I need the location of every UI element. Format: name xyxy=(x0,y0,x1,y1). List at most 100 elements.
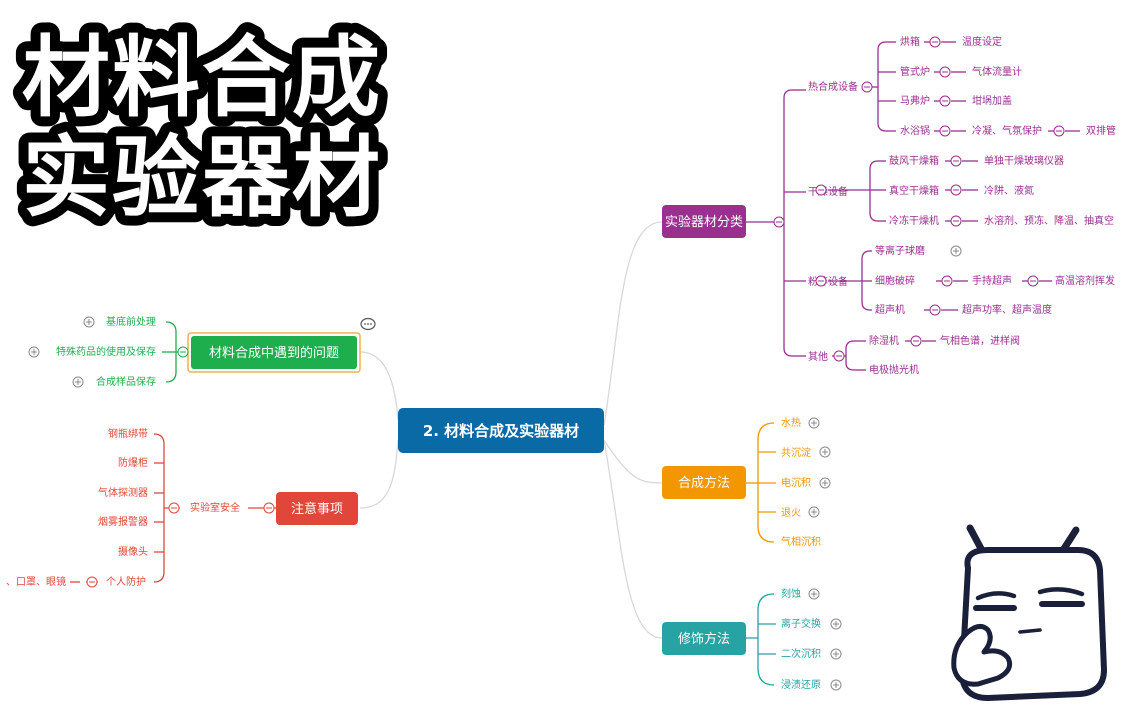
node-notes-label: 注意事项 xyxy=(291,501,343,517)
synthesis-item-hydrothermal[interactable]: 水热 xyxy=(781,416,801,429)
drying-label[interactable]: 干燥设备 xyxy=(808,185,848,198)
lab-safety-label[interactable]: 实验室安全 xyxy=(190,501,240,514)
thermal-item-muffle-detail[interactable]: 坩埚加盖 xyxy=(972,94,1012,107)
collapse-icon-dehumidifier[interactable] xyxy=(910,335,922,347)
collapse-icon-oven[interactable] xyxy=(929,36,941,48)
modification-item-ion-exchange[interactable]: 离子交换 xyxy=(781,617,821,630)
node-problems[interactable]: 材料合成中遇到的问题 xyxy=(187,332,361,373)
synthesis-item-electrodeposition[interactable]: 电沉积 xyxy=(781,476,811,489)
drying-item-blast[interactable]: 鼓风干燥箱 xyxy=(889,154,939,167)
grinding-label[interactable]: 粉碎设备 xyxy=(808,275,848,288)
safety-item-smoke-alarm[interactable]: 烟雾报警器 xyxy=(98,515,148,528)
modification-item-impregnation[interactable]: 浸渍还原 xyxy=(781,678,821,691)
collapse-icon-problems[interactable] xyxy=(177,346,189,358)
expand-icon-etching[interactable] xyxy=(808,588,820,600)
collapse-icon-personal[interactable] xyxy=(86,576,98,588)
problems-item-chemicals[interactable]: 特殊药品的使用及保存 xyxy=(56,345,156,358)
synthesis-item-coprecipitation[interactable]: 共沉淀 xyxy=(781,446,811,459)
thermal-item-muffle[interactable]: 马弗炉 xyxy=(900,94,930,107)
collapse-icon-drying[interactable] xyxy=(815,184,827,196)
collapse-icon-notes[interactable] xyxy=(263,502,275,514)
expand-icon-secondary-deposition[interactable] xyxy=(830,648,842,660)
collapse-icon-vacuum[interactable] xyxy=(950,184,962,196)
personal-protection-detail[interactable]: 、口罩、眼镜 xyxy=(6,575,66,588)
synthesis-item-vapor-deposition[interactable]: 气相沉积 xyxy=(781,535,821,548)
thermal-item-oven[interactable]: 烘箱 xyxy=(900,35,920,48)
safety-item-gas-detector[interactable]: 气体探测器 xyxy=(98,486,148,499)
expand-icon-substrate[interactable] xyxy=(83,316,95,328)
video-title: 材料合成 实验器材 xyxy=(12,16,390,239)
node-modification[interactable]: 修饰方法 xyxy=(662,622,746,655)
grinding-item-cell-extra[interactable]: 高温溶剂挥发 xyxy=(1055,274,1115,287)
expand-icon-ball-mill[interactable] xyxy=(950,245,962,257)
node-synthesis[interactable]: 合成方法 xyxy=(662,466,746,499)
other-item-dehumidifier[interactable]: 除湿机 xyxy=(869,334,899,347)
grinding-item-ball-mill[interactable]: 等离子球磨 xyxy=(875,244,925,257)
thermal-item-tube-furnace[interactable]: 管式炉 xyxy=(900,65,930,78)
connector-root-modification xyxy=(603,439,663,639)
collapse-icon-bath[interactable] xyxy=(939,125,951,137)
expand-icon-electrodeposition[interactable] xyxy=(819,477,831,489)
thermal-label[interactable]: 热合成设备 xyxy=(808,80,858,93)
node-equipment-label: 实验器材分类 xyxy=(665,214,743,230)
expand-icon-coprecipitation[interactable] xyxy=(819,446,831,458)
collapse-icon-cell-detail[interactable] xyxy=(1027,275,1039,287)
drying-item-vacuum[interactable]: 真空干燥箱 xyxy=(889,184,939,197)
personal-protection-label[interactable]: 个人防护 xyxy=(106,575,146,588)
collapse-icon-freeze[interactable] xyxy=(950,215,962,227)
thermal-item-water-bath-extra[interactable]: 双排管 xyxy=(1086,124,1116,137)
grinding-item-cell-detail[interactable]: 手持超声 xyxy=(972,274,1012,287)
other-item-dehumidifier-detail[interactable]: 气相色谱，进样阀 xyxy=(940,334,1020,347)
collapse-icon-tube[interactable] xyxy=(939,66,951,78)
grinding-item-ultrasonic[interactable]: 超声机 xyxy=(875,303,905,316)
drying-item-blast-detail[interactable]: 单独干燥玻璃仪器 xyxy=(984,154,1064,167)
grinding-item-ultrasonic-detail[interactable]: 超声功率、超声温度 xyxy=(962,303,1052,316)
collapse-icon-equipment[interactable] xyxy=(773,216,785,228)
expand-icon-ion-exchange[interactable] xyxy=(830,618,842,630)
other-item-polisher[interactable]: 电极抛光机 xyxy=(869,363,919,376)
comment-icon[interactable] xyxy=(360,317,376,331)
drying-item-vacuum-detail[interactable]: 冷阱、液氮 xyxy=(984,184,1034,197)
node-notes[interactable]: 注意事项 xyxy=(276,492,358,525)
notes-subtree: 实验室安全 钢瓶绑带 防爆柜 气体探测器 烟雾报警器 摄像头 个人防护 、口罩、… xyxy=(6,427,240,588)
connectors-modification xyxy=(746,593,776,686)
synthesis-subtree: 水热 共沉淀 电沉积 退火 气相沉积 xyxy=(781,416,821,548)
equipment-subtree: 热合成设备 干燥设备 粉碎设备 其他 烘箱 温度设定 管式炉 气体流量计 马弗炉… xyxy=(808,35,1116,376)
problems-item-sample-storage[interactable]: 合成样品保存 xyxy=(96,375,156,388)
collapse-icon-ultrasonic[interactable] xyxy=(929,304,941,316)
other-label[interactable]: 其他 xyxy=(808,350,828,363)
node-equipment[interactable]: 实验器材分类 xyxy=(662,205,746,238)
expand-icon-impregnation[interactable] xyxy=(830,679,842,691)
problems-item-substrate[interactable]: 基底前处理 xyxy=(106,315,156,328)
collapse-icon-blast[interactable] xyxy=(950,155,962,167)
connectors-synthesis xyxy=(746,422,776,543)
expand-icon-hydrothermal[interactable] xyxy=(808,417,820,429)
drying-item-freeze-detail[interactable]: 水溶剂、预冻、降温、抽真空 xyxy=(984,214,1114,227)
root-node[interactable]: 2. 材料合成及实验器材 xyxy=(398,408,604,453)
thermal-item-oven-detail[interactable]: 温度设定 xyxy=(962,35,1002,48)
title-line-2: 实验器材 xyxy=(22,126,382,229)
thermal-item-water-bath-detail[interactable]: 冷凝、气氛保护 xyxy=(972,124,1042,137)
collapse-icon-grinding[interactable] xyxy=(815,275,827,287)
safety-item-camera[interactable]: 摄像头 xyxy=(118,545,148,558)
synthesis-item-annealing[interactable]: 退火 xyxy=(781,507,801,519)
safety-item-explosion-cabinet[interactable]: 防爆柜 xyxy=(118,456,148,469)
grinding-item-cell[interactable]: 细胞破碎 xyxy=(875,274,915,287)
drying-item-freeze[interactable]: 冷冻干燥机 xyxy=(889,214,939,227)
collapse-icon-thermal[interactable] xyxy=(861,81,873,93)
problems-subtree: 基底前处理 特殊药品的使用及保存 合成样品保存 xyxy=(56,315,156,388)
collapse-icon-cell[interactable] xyxy=(941,275,953,287)
expand-icon-annealing[interactable] xyxy=(808,506,820,518)
expand-icon-sample-storage[interactable] xyxy=(72,376,84,388)
collapse-icon-muffle[interactable] xyxy=(939,95,951,107)
modification-item-secondary-deposition[interactable]: 二次沉积 xyxy=(781,647,821,660)
collapse-icon-other[interactable] xyxy=(833,350,845,362)
expand-icon-chemicals[interactable] xyxy=(28,346,40,358)
collapse-icon-lab-safety[interactable] xyxy=(168,502,180,514)
collapse-icon-bath-detail[interactable] xyxy=(1053,125,1065,137)
thermal-item-tube-furnace-detail[interactable]: 气体流量计 xyxy=(972,65,1022,78)
thermal-item-water-bath[interactable]: 水浴锅 xyxy=(900,125,930,137)
modification-item-etching[interactable]: 刻蚀 xyxy=(781,587,801,600)
safety-item-cylinder-strap[interactable]: 钢瓶绑带 xyxy=(108,427,148,440)
